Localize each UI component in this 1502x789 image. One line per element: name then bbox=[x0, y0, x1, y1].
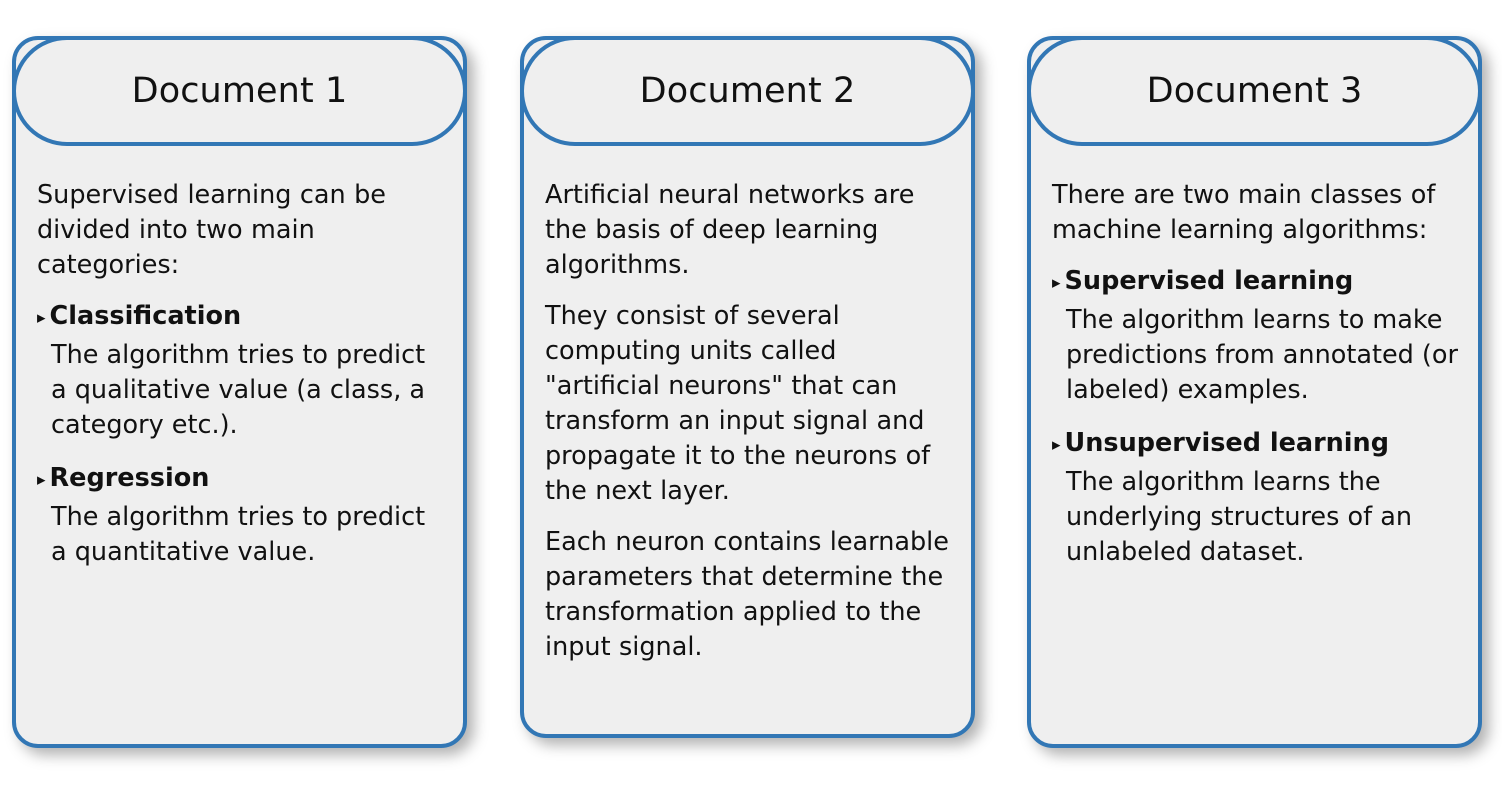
card-header-1: Document 1 bbox=[12, 36, 467, 146]
card-content-1: Supervised learning can be divided into … bbox=[12, 146, 467, 744]
card-content-3: There are two main classes of machine le… bbox=[1027, 146, 1482, 744]
bullet-item-supervised-learning: ▸ Supervised learning bbox=[1052, 264, 1462, 302]
document-card-3[interactable]: Document 3 There are two main classes of… bbox=[1027, 36, 1482, 748]
card-body-3 bbox=[1027, 36, 1482, 748]
bullet-item-unsupervised-learning: ▸ Unsupervised learning bbox=[1052, 426, 1462, 464]
paragraph: There are two main classes of machine le… bbox=[1052, 180, 1436, 245]
paragraph: Supervised learning can be divided into … bbox=[37, 180, 386, 280]
card-title-3: Document 3 bbox=[1146, 70, 1363, 111]
bullet-label: Regression bbox=[49, 463, 210, 493]
paragraph: They consist of several computing units … bbox=[545, 301, 931, 506]
paragraph: Artificial neural networks are the basis… bbox=[545, 180, 915, 280]
triangle-bullet-icon: ▸ bbox=[37, 470, 46, 490]
card-header-2: Document 2 bbox=[520, 36, 975, 146]
bullet-description: The algorithm tries to predict a quantit… bbox=[51, 502, 426, 567]
triangle-bullet-icon: ▸ bbox=[37, 308, 46, 328]
card-title-2: Document 2 bbox=[639, 70, 856, 111]
bullet-label: Supervised learning bbox=[1064, 266, 1354, 296]
bullet-description: The algorithm tries to predict a qualita… bbox=[51, 340, 426, 440]
document-card-1[interactable]: Document 1 Supervised learning can be di… bbox=[12, 36, 467, 748]
bullet-item-classification: ▸ Classification bbox=[37, 299, 447, 337]
card-body-1 bbox=[12, 36, 467, 748]
bullet-label: Classification bbox=[49, 301, 242, 331]
bullet-description: The algorithm learns the underlying stru… bbox=[1066, 467, 1412, 567]
card-body-2 bbox=[520, 36, 975, 738]
bullet-item-regression: ▸ Regression bbox=[37, 461, 447, 499]
bullet-label: Unsupervised learning bbox=[1064, 428, 1389, 458]
card-content-2: Artificial neural networks are the basis… bbox=[520, 146, 975, 734]
card-header-3: Document 3 bbox=[1027, 36, 1482, 146]
document-card-2[interactable]: Document 2 Artificial neural networks ar… bbox=[520, 36, 975, 738]
paragraph: Each neuron contains learnable parameter… bbox=[545, 527, 949, 662]
bullet-description: The algorithm learns to make predictions… bbox=[1066, 305, 1458, 405]
card-title-1: Document 1 bbox=[131, 70, 348, 111]
triangle-bullet-icon: ▸ bbox=[1052, 273, 1061, 293]
triangle-bullet-icon: ▸ bbox=[1052, 435, 1061, 455]
